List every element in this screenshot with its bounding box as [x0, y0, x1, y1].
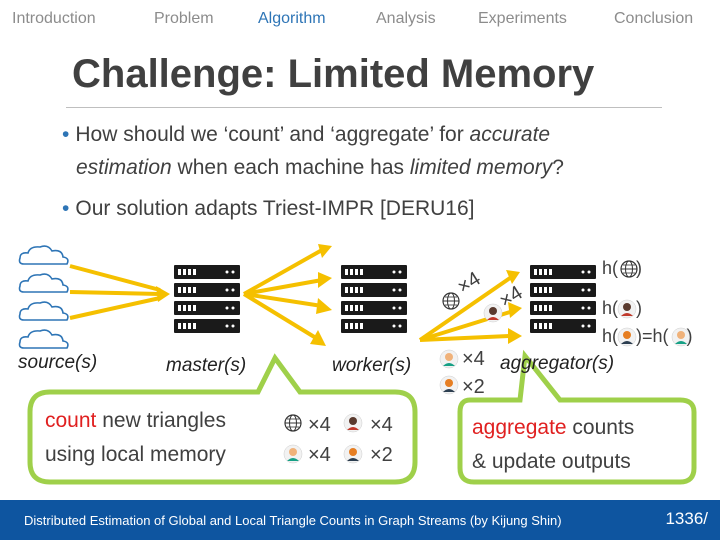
bullet-glyph: • — [62, 123, 70, 146]
hash-label: h() — [602, 258, 643, 278]
arrows-source-to-master — [69, 264, 161, 320]
bullet-glyph: • — [62, 197, 70, 220]
bullet-2-text: Our solution adapts Triest-IMPR [DERU16] — [75, 197, 475, 220]
person-icon — [439, 349, 459, 369]
worker-server-icon — [341, 265, 407, 333]
nav-experiments[interactable]: Experiments — [478, 10, 567, 27]
bullet-1-text: How should we ‘count’ and ‘aggregate’ fo… — [75, 123, 470, 146]
callout-mult: ×4 — [308, 414, 331, 436]
section-nav: Introduction Problem Algorithm Analysis … — [0, 0, 720, 40]
master-server-icon — [174, 265, 240, 333]
edge-label-x4: ×4 — [462, 348, 485, 370]
hash-label: h()=h() — [602, 326, 693, 346]
arrows-master-to-worker — [242, 248, 323, 340]
arrowhead — [508, 328, 522, 344]
edge-label-x2: ×2 — [462, 376, 485, 398]
callout-right-bubble — [457, 349, 697, 485]
callout-right-text: aggregate counts & update outputs — [472, 416, 635, 473]
callout-mult: ×2 — [370, 444, 393, 466]
nav-algorithm[interactable]: Algorithm — [258, 10, 326, 27]
nav-problem[interactable]: Problem — [154, 10, 214, 27]
cloud-icon — [18, 329, 69, 349]
person-icon — [283, 444, 303, 464]
arrowhead — [506, 270, 520, 284]
globe-icon — [442, 292, 460, 310]
globe-icon — [284, 414, 302, 432]
person-icon — [439, 375, 459, 395]
hash-label: h() — [602, 298, 643, 318]
arrowhead — [318, 244, 332, 258]
nav-introduction[interactable]: Introduction — [12, 10, 96, 27]
callout-left-bubble — [27, 353, 418, 485]
cloud-icon — [18, 301, 69, 321]
bullet-1: •How should we ‘count’ and ‘aggregate’ f… — [62, 118, 682, 184]
cloud-icon — [18, 273, 69, 293]
bullet-1-post: ? — [552, 156, 564, 179]
label-aggregator: aggregator(s) — [500, 353, 615, 374]
bullet-2: •Our solution adapts Triest-IMPR [DERU16… — [62, 192, 475, 225]
nav-conclusion[interactable]: Conclusion — [614, 10, 694, 27]
callout-left-highlight: count — [45, 409, 97, 432]
bullet-1-mid: when each machine has — [171, 156, 410, 179]
arrowhead — [310, 330, 326, 346]
bullet-1-em-limited-memory: limited memory — [409, 156, 553, 179]
aggregator-server-icon — [530, 265, 596, 333]
arrowhead — [508, 302, 522, 318]
label-worker: worker(s) — [332, 355, 412, 376]
footer-bar: Distributed Estimation of Global and Loc… — [0, 500, 720, 540]
bullet-1-em-estimation: estimation — [76, 156, 172, 179]
cloud-icon — [18, 245, 69, 265]
page-number: 1336/ — [665, 509, 708, 528]
callout-right-highlight: aggregate — [472, 416, 567, 439]
label-source: source(s) — [18, 352, 98, 373]
title-divider — [66, 107, 662, 108]
arrowhead — [316, 298, 332, 314]
label-master: master(s) — [166, 355, 247, 376]
person-icon — [483, 303, 503, 323]
person-icon — [343, 413, 363, 433]
nav-analysis[interactable]: Analysis — [376, 10, 436, 27]
callout-left-text: count new triangles using local memory — [45, 409, 226, 466]
bullet-1-em-accurate: accurate — [469, 123, 551, 146]
slide-title: Challenge: Limited Memory — [72, 52, 595, 96]
callout-mult: ×4 — [370, 414, 393, 436]
person-icon — [343, 444, 363, 464]
callout-mult: ×4 — [308, 444, 331, 466]
footer-citation: Distributed Estimation of Global and Loc… — [24, 513, 562, 528]
arrowhead — [318, 272, 332, 288]
arrowhead — [156, 286, 170, 302]
